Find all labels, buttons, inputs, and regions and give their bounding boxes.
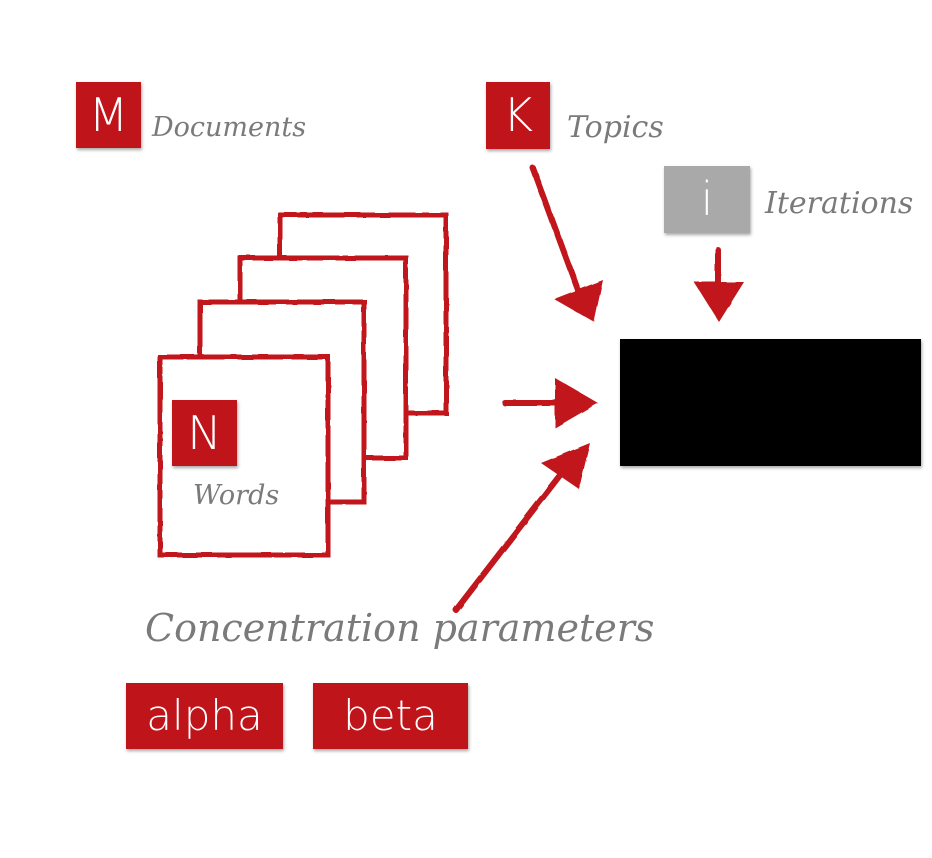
documents-label: Documents	[152, 112, 307, 143]
alpha-label: alpha	[146, 691, 263, 740]
iterations-label: Iterations	[765, 186, 914, 221]
beta-label: beta	[343, 691, 438, 740]
concentration-label: Concentration parameters	[145, 606, 655, 650]
topics-count-box: K	[486, 82, 550, 149]
iterations-symbol: i	[700, 172, 714, 226]
model-black-box	[620, 339, 921, 466]
alpha-param-box: alpha	[126, 683, 283, 749]
documents-symbol: M	[88, 88, 129, 142]
words-label: Words	[193, 480, 280, 511]
topics-label: Topics	[567, 110, 664, 145]
words-count-box: N	[172, 400, 237, 466]
topics-arrow	[530, 165, 603, 322]
iterations-arrow	[694, 247, 744, 322]
words-symbol: N	[187, 406, 222, 460]
topics-symbol: K	[502, 88, 534, 142]
documents-arrow	[502, 378, 598, 428]
concentration-arrow	[453, 443, 590, 613]
beta-param-box: beta	[313, 683, 468, 749]
iterations-count-box: i	[664, 166, 750, 233]
documents-count-box: M	[76, 82, 141, 148]
